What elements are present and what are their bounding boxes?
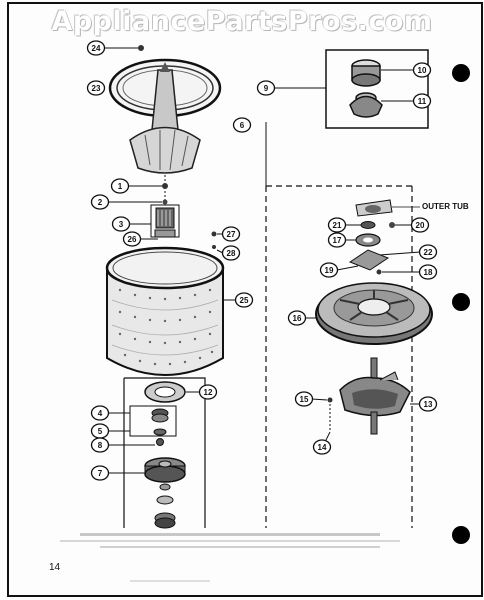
callout-label: 8: [98, 441, 103, 450]
callout-label: 6: [240, 121, 245, 130]
callout-11: 11: [412, 93, 432, 109]
callout-6: 6: [232, 117, 252, 133]
callout-25: 25: [234, 292, 254, 308]
callout-label: 7: [98, 469, 103, 478]
callout-label: 1: [118, 182, 123, 191]
assembly-bracket: [123, 377, 206, 528]
callout-19: 19: [319, 262, 339, 278]
callout-3: 3: [111, 216, 131, 232]
bearing-part: [349, 92, 383, 118]
callout-20: 20: [410, 217, 430, 233]
callout-label: 2: [98, 198, 103, 207]
scan-noise: [60, 533, 400, 582]
outer-tub-note: OUTER TUB: [422, 202, 469, 211]
binder-hole-bottom: [452, 526, 470, 544]
callout-label: 16: [293, 314, 302, 323]
callout-12: 12: [198, 384, 218, 400]
callout-4: 4: [90, 405, 110, 421]
callout-label: 24: [92, 44, 101, 53]
callout-label: 14: [318, 443, 327, 452]
callout-5: 5: [90, 423, 110, 439]
callout-28: 28: [221, 245, 241, 261]
binder-hole-top: [452, 64, 470, 82]
screw-part: [138, 45, 144, 51]
callout-label: 21: [333, 221, 342, 230]
callout-9: 9: [256, 80, 276, 96]
callout-label: 9: [264, 84, 269, 93]
callout-label: 22: [424, 248, 433, 257]
callout-15: 15: [294, 391, 314, 407]
callout-23: 23: [86, 80, 106, 96]
callout-10: 10: [412, 62, 432, 78]
tub-seal: [151, 408, 169, 436]
callout-label: 20: [416, 221, 425, 230]
page-number: 14: [49, 562, 61, 573]
callout-14: 14: [312, 439, 332, 455]
bearing-plate: [348, 249, 390, 271]
callout-label: 23: [92, 84, 101, 93]
callout-label: 4: [98, 409, 103, 418]
callout-label: 19: [325, 266, 334, 275]
callout-label: 13: [424, 400, 433, 409]
callout-label: 12: [204, 388, 213, 397]
callout-7: 7: [90, 465, 110, 481]
agitator: [129, 62, 201, 174]
lower-bearing-stack: [154, 483, 176, 529]
callout-21: 21: [327, 217, 347, 233]
callout-8: 8: [90, 437, 110, 453]
callout-24: 24: [86, 40, 106, 56]
callout-label: 11: [418, 97, 427, 106]
callout-label: 18: [424, 268, 433, 277]
callout-label: 25: [240, 296, 249, 305]
callout-18: 18: [418, 264, 438, 280]
callout-16: 16: [287, 310, 307, 326]
callout-2: 2: [90, 194, 110, 210]
callout-label: 17: [333, 236, 342, 245]
callout-27: 27: [221, 226, 241, 242]
transmission-cover: [315, 282, 433, 345]
page-frame: [7, 2, 483, 597]
callout-label: 10: [418, 66, 427, 75]
inset-box: [325, 49, 429, 129]
site-watermark: AppliancePartsPros.com: [51, 6, 433, 37]
callout-label: 28: [227, 249, 236, 258]
callout-label: 15: [300, 395, 309, 404]
callout-label: 26: [128, 235, 137, 244]
callout-label: 5: [98, 427, 103, 436]
binder-hole-middle: [452, 293, 470, 311]
outer-tub-fitting: [355, 199, 393, 217]
callout-label: 3: [119, 220, 124, 229]
drive-coupler: [150, 204, 180, 238]
callout-17: 17: [327, 232, 347, 248]
transmission-group-outline: [265, 185, 413, 528]
seal-part: [351, 59, 381, 87]
callout-26: 26: [122, 231, 142, 247]
callout-22: 22: [418, 244, 438, 260]
wash-basket: [105, 246, 225, 376]
drive-hub: [144, 457, 186, 483]
callout-label: 27: [227, 230, 236, 239]
callout-13: 13: [418, 396, 438, 412]
drive-bell: [144, 381, 186, 403]
transmission: [339, 357, 411, 435]
seal-group-frame: [129, 405, 177, 437]
callout-1: 1: [110, 178, 130, 194]
